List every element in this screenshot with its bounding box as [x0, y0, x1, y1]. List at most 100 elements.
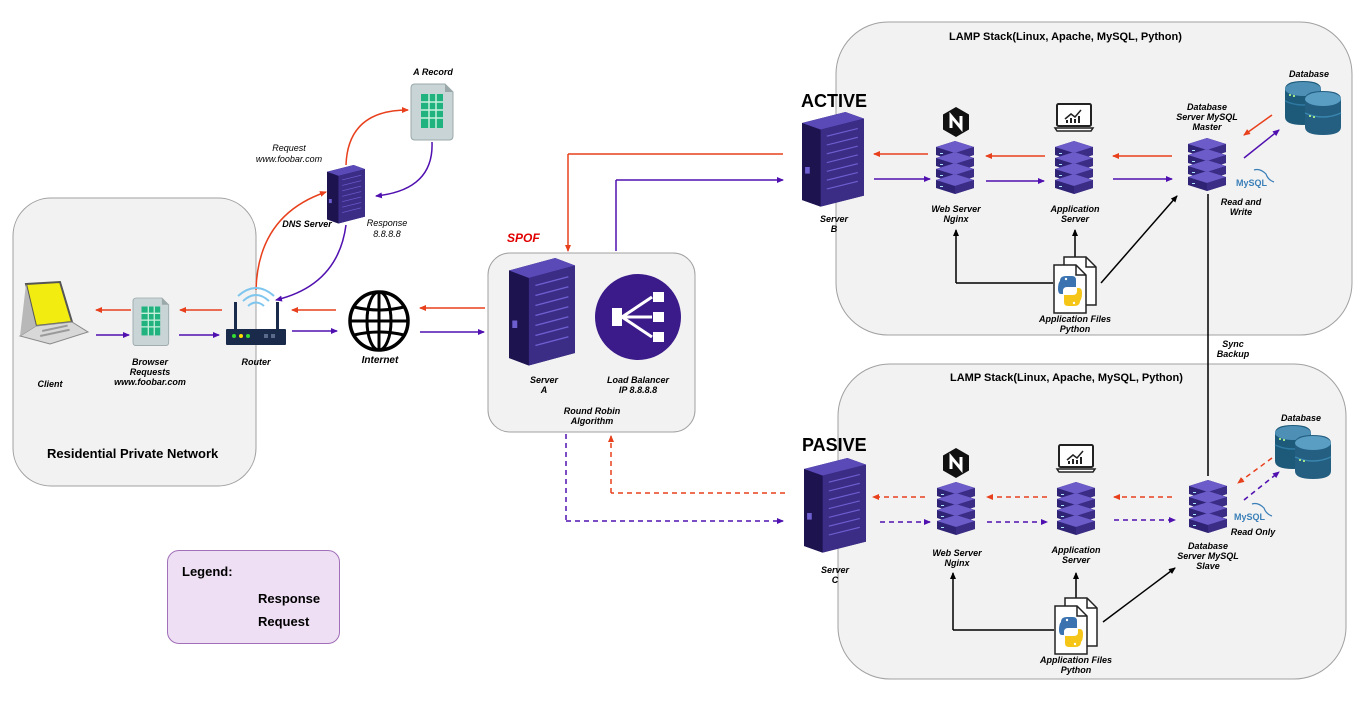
- load-balancer-icon: [595, 274, 681, 360]
- server-a-label-line2: A: [540, 385, 548, 395]
- connectors-request: [96, 129, 1280, 338]
- request-label: Request www.foobar.com: [244, 143, 334, 165]
- web-server-top-line2: Nginx: [943, 214, 969, 224]
- laptop-dashboard-icon-top: [1054, 103, 1094, 132]
- internet-label: Internet: [361, 355, 399, 366]
- load-balancer-label: Load Balancer IP 8.8.8.8: [598, 375, 678, 395]
- a-record-sheet-icon: [410, 83, 454, 141]
- request-label-line1: Request: [272, 143, 306, 153]
- read-write-line2: Write: [1229, 207, 1253, 217]
- application-server-bottom-label: Application Server: [1041, 545, 1111, 565]
- files-bottom-line1: Application Files: [1039, 655, 1112, 665]
- server-b-label-line2: B: [830, 224, 838, 234]
- application-server-bottom-line2: Server: [1061, 555, 1091, 565]
- db-slave-label-line2: Server MySQL: [1177, 551, 1239, 561]
- files-bottom-label: Application Files Python: [1031, 655, 1121, 675]
- files-top-label: Application Files Python: [1030, 314, 1120, 334]
- server-b-icon: [801, 111, 865, 208]
- router-icon: [226, 287, 286, 345]
- client-laptop-icon: [18, 280, 90, 345]
- sync-backup-line1: Sync: [1222, 339, 1244, 349]
- read-write-label: Read and Write: [1210, 197, 1272, 217]
- client-label: Client: [37, 379, 63, 389]
- browser-sheet-icon: [132, 297, 170, 347]
- web-server-bottom-label: Web Server Nginx: [922, 548, 992, 568]
- files-top-line1: Application Files: [1038, 314, 1111, 324]
- active-label: ACTIVE: [801, 91, 868, 111]
- web-server-top-icon: [936, 141, 974, 194]
- python-files-top-icon: [1053, 256, 1097, 314]
- database-bottom-label: Database: [1280, 413, 1322, 423]
- connectors-request-dashed: [565, 434, 1280, 525]
- connectors-response: [95, 107, 1273, 313]
- load-balancer-label-line2: IP 8.8.8.8: [618, 385, 658, 395]
- response-label-line2: 8.8.8.8: [373, 229, 401, 239]
- server-a-icon: [508, 257, 576, 367]
- database-top-label: Database: [1288, 69, 1330, 79]
- round-robin-label: Round Robin Algorithm: [551, 406, 633, 426]
- server-c-label: Server C: [815, 565, 855, 585]
- application-server-top-icon: [1055, 141, 1093, 194]
- dns-server-label: DNS Server: [282, 219, 332, 229]
- load-balancer-label-line1: Load Balancer: [606, 375, 670, 385]
- router-label: Router: [241, 357, 271, 367]
- server-a-label: Server A: [519, 375, 569, 395]
- round-robin-label-line2: Algorithm: [570, 416, 614, 426]
- mysql-logo-text-top: MySQL: [1236, 178, 1268, 188]
- server-c-label-line1: Server: [820, 565, 850, 575]
- server-b-label-line1: Server: [819, 214, 849, 224]
- sync-backup-line2: Backup: [1216, 349, 1250, 359]
- a-record-label: A Record: [413, 67, 453, 77]
- legend-request-label: Request: [258, 614, 310, 629]
- db-master-label-line3: Master: [1192, 122, 1222, 132]
- browser-label-line2: Requests: [129, 367, 171, 377]
- response-label: Response 8.8.8.8: [357, 218, 417, 240]
- dns-server-icon: [326, 164, 366, 224]
- db-master-label: Database Server MySQL Master: [1167, 102, 1247, 132]
- server-b-label: Server B: [814, 214, 854, 234]
- connectors-files: [950, 194, 1209, 631]
- request-label-line2: www.foobar.com: [255, 154, 323, 164]
- files-top-line2: Python: [1059, 324, 1091, 334]
- python-files-bottom-icon: [1054, 597, 1098, 655]
- web-server-bottom-line2: Nginx: [944, 558, 970, 568]
- db-slave-label-line3: Slave: [1196, 561, 1220, 571]
- mysql-logo-text-bottom: MySQL: [1234, 512, 1266, 522]
- legend-response-label: Response: [258, 591, 321, 606]
- server-c-icon: [803, 457, 867, 554]
- residential-network-title: Residential Private Network: [47, 446, 219, 461]
- legend-box: Legend: Response Request: [167, 550, 340, 644]
- db-master-label-line2: Server MySQL: [1176, 112, 1238, 122]
- db-master-server-icon: [1188, 138, 1226, 191]
- read-only-label: Read Only: [1230, 527, 1276, 537]
- connectors-response-dashed: [608, 435, 1273, 500]
- db-slave-server-icon: [1189, 480, 1227, 533]
- lamp-stack-bottom-title: LAMP Stack(Linux, Apache, MySQL, Python): [950, 372, 1183, 384]
- application-server-bottom-icon: [1057, 482, 1095, 535]
- application-server-bottom-line1: Application: [1051, 545, 1101, 555]
- web-server-bottom-icon: [937, 482, 975, 535]
- browser-label-line3: www.foobar.com: [114, 377, 186, 387]
- response-label-line1: Response: [366, 218, 408, 228]
- web-server-top-label: Web Server Nginx: [921, 204, 991, 224]
- files-bottom-line2: Python: [1060, 665, 1092, 675]
- browser-label-line1: Browser: [131, 357, 168, 367]
- internet-globe-icon: [348, 290, 410, 352]
- application-server-top-label: Application Server: [1040, 204, 1110, 224]
- mysql-logo-icon-top: MySQL: [1236, 168, 1275, 188]
- server-c-label-line2: C: [831, 575, 839, 585]
- lamp-stack-top-title: LAMP Stack(Linux, Apache, MySQL, Python): [949, 31, 1182, 43]
- round-robin-label-line1: Round Robin: [563, 406, 621, 416]
- db-master-label-line1: Database: [1186, 102, 1228, 112]
- pasive-label: PASIVE: [802, 435, 867, 455]
- legend-title: Legend:: [182, 564, 233, 579]
- server-a-label-line1: Server: [529, 375, 559, 385]
- read-write-line1: Read and: [1220, 197, 1262, 207]
- mysql-logo-icon-bottom: MySQL: [1234, 502, 1273, 522]
- spof-label: SPOF: [507, 231, 540, 245]
- laptop-dashboard-icon-bottom: [1056, 444, 1096, 473]
- browser-label: Browser Requests www.foobar.com: [100, 357, 200, 387]
- db-slave-label: Database Server MySQL Slave: [1168, 541, 1248, 571]
- sync-backup-label: Sync Backup: [1205, 339, 1261, 359]
